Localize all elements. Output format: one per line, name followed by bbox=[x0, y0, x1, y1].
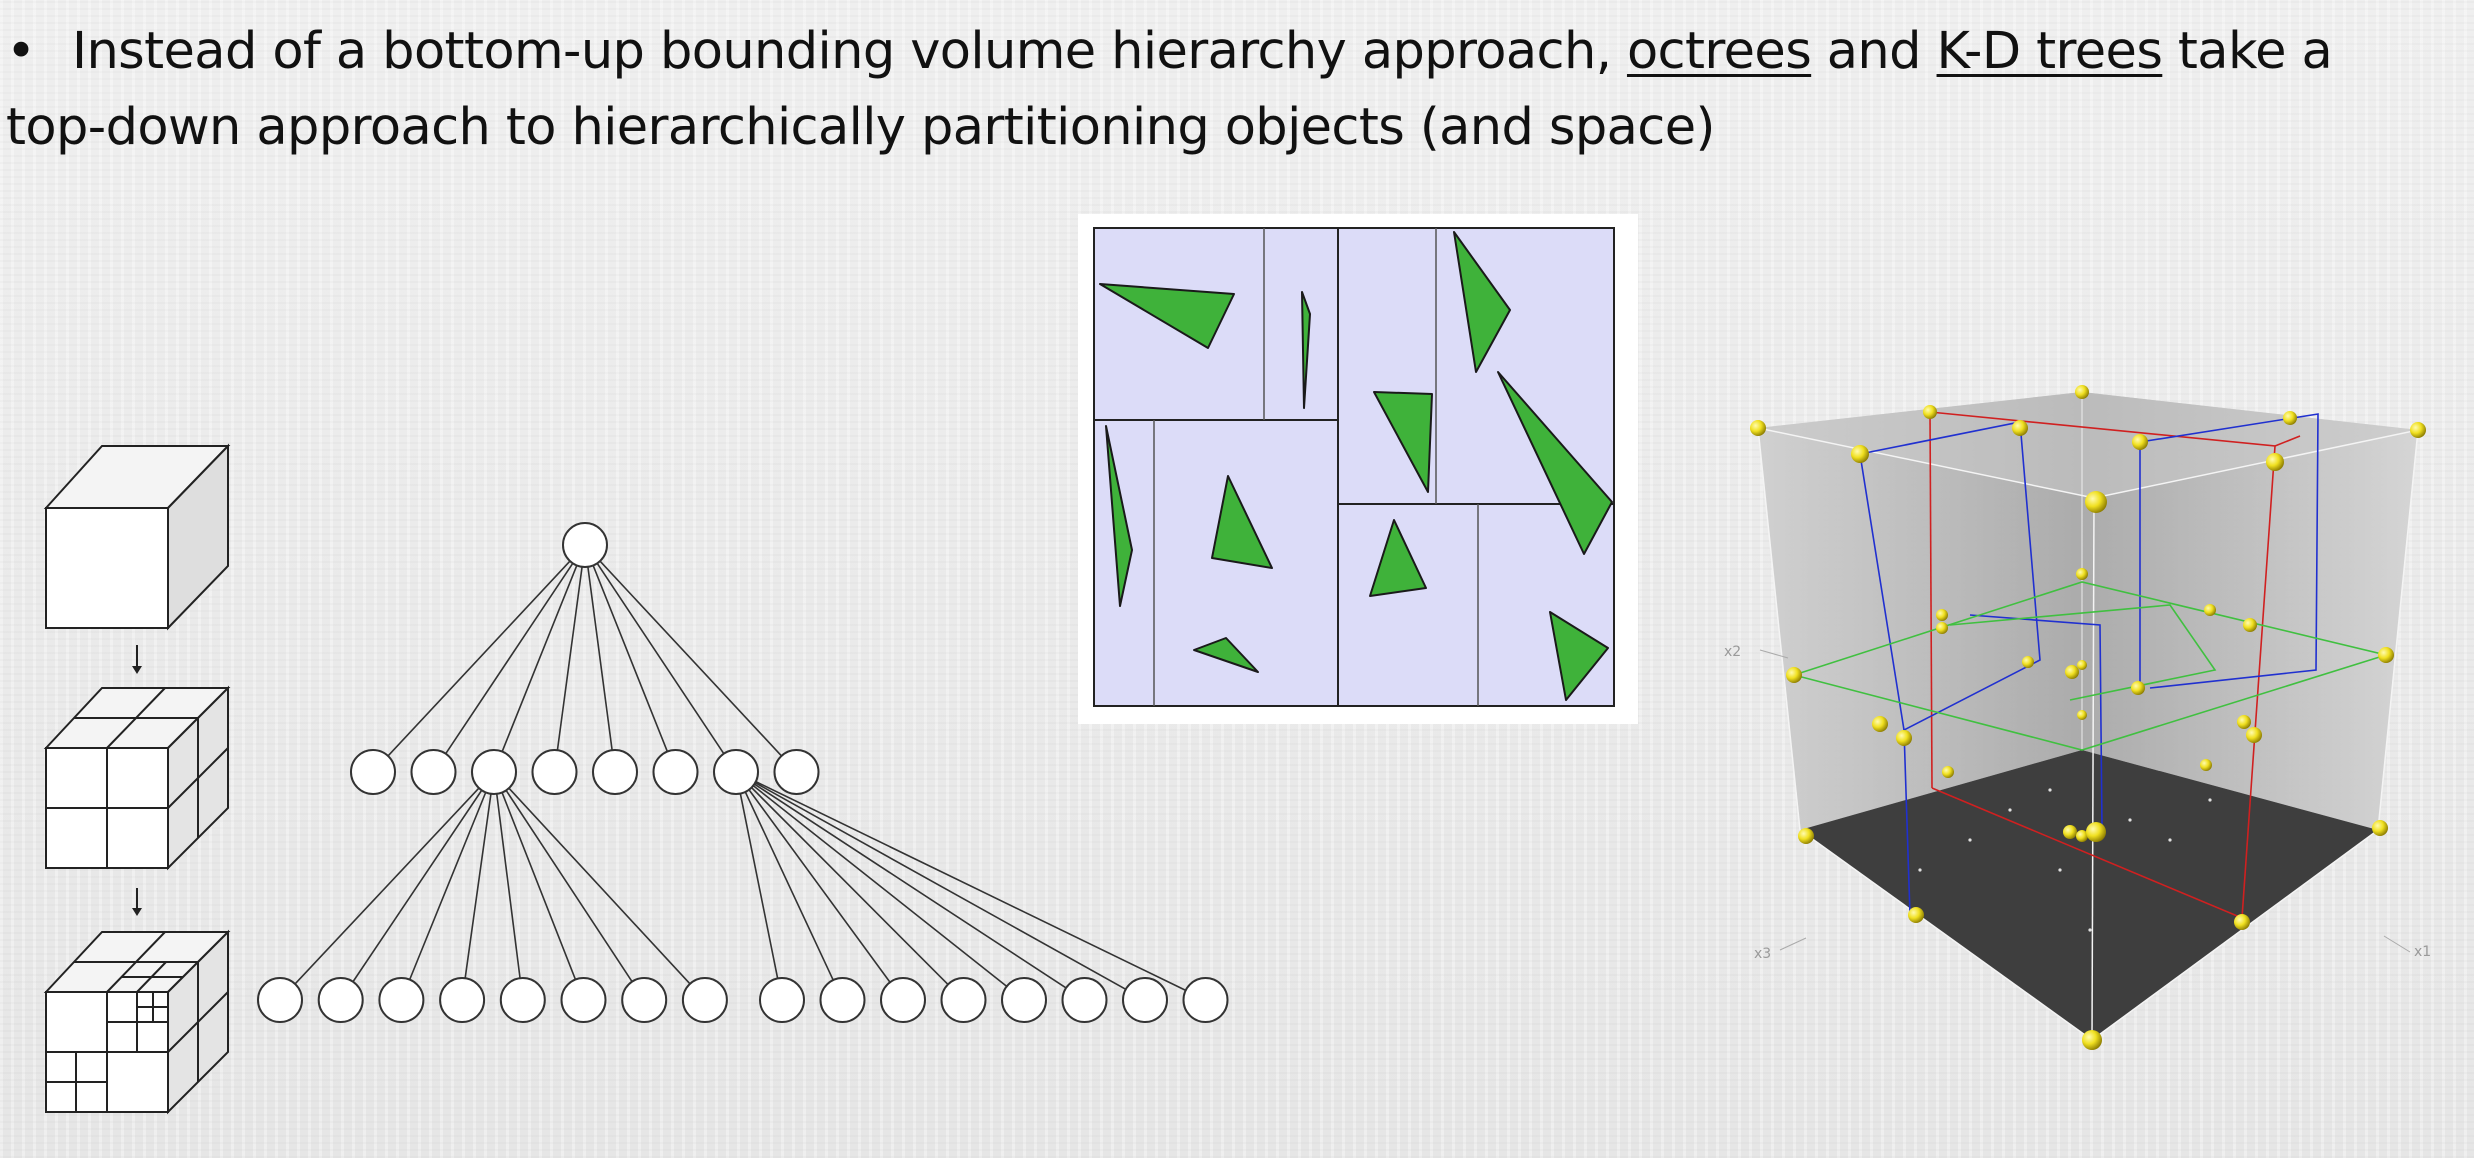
octree-cube-level-1 bbox=[43, 685, 231, 871]
tree-edge bbox=[387, 560, 571, 757]
octree-tree-diagram bbox=[250, 510, 1250, 1030]
axis-label-x2: x2 bbox=[1724, 644, 1741, 660]
tree-level2-node bbox=[257, 977, 303, 1023]
octree-subdivision-figure bbox=[40, 440, 240, 1120]
axis-label-x3: x3 bbox=[1754, 946, 1771, 962]
tree-edge bbox=[587, 566, 613, 751]
tree-level2-node bbox=[819, 977, 866, 1023]
tree-edge bbox=[748, 789, 891, 983]
tree-level2-node bbox=[378, 977, 425, 1023]
octree-cube-level-2 bbox=[43, 929, 231, 1115]
kd-tree-partition-figure bbox=[1078, 214, 1638, 724]
bullet-marker: • bbox=[6, 22, 36, 81]
kd-triangle bbox=[1549, 611, 1609, 701]
tree-edge bbox=[755, 780, 1187, 992]
kd-triangle bbox=[1369, 519, 1427, 597]
tree-edge bbox=[592, 565, 669, 752]
tree-level1-node bbox=[713, 749, 759, 795]
tree-edge bbox=[744, 791, 834, 981]
tree-edge bbox=[754, 782, 1127, 990]
axis-label-x1: x1 bbox=[2414, 944, 2431, 960]
text-part2: take a top-down approach to hierarchical… bbox=[6, 22, 2333, 157]
tree-level1-node bbox=[531, 749, 578, 795]
tree-edge bbox=[508, 787, 691, 985]
tree-edge bbox=[752, 785, 1008, 987]
tree-edge bbox=[739, 793, 779, 979]
term-octrees: octrees bbox=[1626, 22, 1812, 81]
kd-triangle bbox=[1105, 425, 1133, 607]
tree-edge bbox=[495, 793, 521, 979]
tree-level2-node bbox=[1182, 977, 1229, 1023]
tree-edge bbox=[501, 565, 578, 752]
tree-level1-node bbox=[350, 749, 396, 795]
tree-level1-node bbox=[592, 749, 638, 795]
cube-floor bbox=[1800, 750, 2378, 1040]
tree-level1-node bbox=[652, 749, 699, 795]
tree-level2-node bbox=[940, 977, 987, 1023]
tree-edge bbox=[294, 787, 480, 985]
tree-level1-node bbox=[471, 749, 517, 795]
kd-triangle bbox=[1373, 391, 1433, 493]
tree-level2-node bbox=[1001, 977, 1047, 1023]
octree-cube-level-0 bbox=[43, 443, 231, 631]
kd-triangle bbox=[1453, 231, 1511, 373]
tree-edge bbox=[599, 560, 783, 757]
tree-level2-node bbox=[759, 977, 805, 1023]
tree-level2-node bbox=[880, 977, 926, 1023]
tree-edge bbox=[505, 789, 633, 983]
tree-level2-node bbox=[560, 977, 607, 1023]
tree-level2-node bbox=[621, 977, 668, 1023]
kd-triangle bbox=[1301, 291, 1311, 409]
kd-triangle bbox=[1497, 371, 1613, 555]
tree-level2-node bbox=[317, 977, 364, 1023]
kd-triangle bbox=[1193, 637, 1259, 673]
tree-edge bbox=[596, 562, 725, 755]
term-kd-trees: K-D trees bbox=[1936, 22, 2163, 81]
tree-level2-node bbox=[681, 977, 728, 1023]
tree-edge bbox=[501, 792, 577, 980]
bullet-text: • Instead of a bottom-up bounding volume … bbox=[6, 14, 2446, 166]
tree-level2-node bbox=[439, 977, 486, 1023]
tree-level2-node bbox=[1061, 977, 1108, 1023]
kd-tree-3d-cube: x2 x3 x1 bbox=[1710, 370, 2450, 1070]
tree-level1-node bbox=[410, 749, 457, 795]
tree-level2-node bbox=[1122, 977, 1168, 1023]
tree-edge bbox=[464, 793, 492, 979]
tree-edge bbox=[408, 792, 487, 980]
tree-edge bbox=[750, 787, 949, 985]
tree-edge bbox=[445, 562, 574, 755]
text-part1: Instead of a bottom-up bounding volume h… bbox=[72, 22, 1627, 81]
tree-root-node bbox=[562, 522, 608, 568]
text-and: and bbox=[1811, 22, 1937, 81]
tree-edge bbox=[556, 566, 583, 751]
tree-edge bbox=[352, 789, 483, 983]
tree-level2-node bbox=[499, 977, 546, 1023]
kd-triangle bbox=[1211, 475, 1273, 569]
tree-level1-node bbox=[773, 749, 820, 795]
kd-triangle bbox=[1099, 283, 1235, 349]
tree-edge bbox=[753, 783, 1067, 989]
